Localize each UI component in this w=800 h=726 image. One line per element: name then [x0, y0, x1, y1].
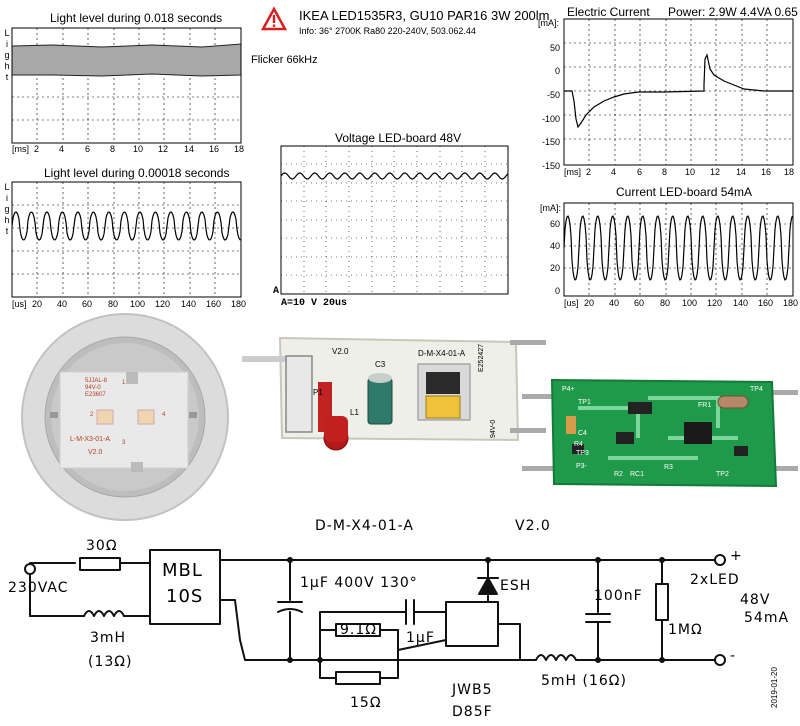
resistor-15ohm	[335, 671, 381, 685]
label-inductor-out: 5mH (16Ω)	[541, 673, 627, 689]
light-chart-1	[11, 27, 242, 144]
label-minus: -	[730, 648, 737, 664]
label-bridge-1: MBL	[162, 560, 203, 581]
driver-bottom-photo: P4+ TP1 TP3 P3- R4 C4 R2 RC1 R3 TP2 FR1 …	[518, 368, 800, 498]
label-cap-out: 100nF	[594, 588, 643, 604]
voltage-chart-marker: A	[273, 286, 280, 297]
current-chart-1-yunit: [mA]:	[538, 18, 560, 28]
led-board-id: L-M-X3-01-A	[70, 436, 111, 443]
driver-top-photo: V2.0 D-M-X4-01-A P1 C3 L1 E252427 94V-0	[238, 320, 550, 460]
current-chart-1-yaxis: 50 0 -50 -100 -150 -150	[541, 43, 560, 171]
date-stamp: 2019-01-20	[770, 667, 779, 708]
current-chart-2-yaxis: 60 40 20 0	[549, 219, 560, 296]
current-chart-1	[563, 18, 794, 166]
light-chart-2-xaxis: [us] 20 40 60 80 100 120 140 160 180	[12, 299, 247, 309]
schematic-version: V2.0	[515, 518, 551, 534]
voltage-chart-trace	[280, 172, 509, 180]
label-inductor-in: 3mH	[90, 630, 127, 646]
current-chart-2-yunit: [mA]:	[540, 203, 562, 213]
label-ic-2: D85F	[452, 704, 493, 720]
current-chart-1-grid	[564, 19, 793, 165]
current-chart-2-title: Current LED-board 54mA	[616, 185, 753, 199]
current-chart-1-title: Electric Current	[567, 5, 650, 19]
terminal-plus	[714, 554, 726, 566]
label-load: 2xLED	[690, 572, 740, 588]
light-chart-1-xaxis: [ms] 2 4 6 8 10 12 14 16 18	[12, 144, 245, 154]
label-diode: ESH	[500, 578, 532, 594]
label-input: 230VAC	[8, 580, 69, 596]
current-chart-2-xaxis: [us] 20 40 60 80 100 120 140 160 180	[564, 298, 799, 308]
terminal-minus	[714, 654, 726, 666]
light-chart-2-trace	[11, 211, 242, 241]
light-chart-2-title: Light level during 0.00018 seconds	[44, 166, 230, 180]
label-inductor-in-res: (13Ω)	[88, 654, 133, 670]
voltage-chart-scale: A=10 V 20us	[281, 298, 348, 309]
page-title: IKEA LED1535R3, GU10 PAR16 3W 200lm	[299, 8, 550, 23]
light-chart-2-grid	[12, 182, 241, 297]
terminal-ac-in	[24, 563, 36, 575]
label-cap-bulk: 1μF 400V 130°	[300, 575, 418, 591]
warning-icon	[260, 6, 288, 31]
resistor-30ohm	[79, 557, 121, 571]
current-chart-2	[563, 202, 794, 297]
bridge-rectifier	[149, 549, 221, 625]
current-chart-1-xaxis: [ms] 2 4 6 8 10 12 14 16 18	[564, 167, 795, 177]
ic-jwb5	[445, 601, 499, 647]
label-bridge-2: 10S	[166, 586, 204, 607]
label-r1: 9.1Ω	[340, 622, 377, 638]
resistor-1mohm	[655, 583, 669, 621]
inductor-3mh	[83, 610, 125, 617]
label-plus: +	[730, 548, 743, 564]
light-chart-2	[11, 181, 242, 298]
label-r-in: 30Ω	[86, 538, 118, 554]
flicker-label: Flicker 66kHz	[251, 54, 318, 66]
light-chart-1-title: Light level during 0.018 seconds	[50, 11, 223, 25]
light-chart-1-band	[11, 43, 242, 77]
bulb-info: Info: 36° 2700K Ra80 220-240V, 503.062.4…	[299, 26, 476, 36]
inductor-5mh	[535, 654, 577, 661]
voltage-chart	[280, 145, 509, 295]
voltage-chart-title: Voltage LED-board 48V	[335, 131, 462, 145]
current-chart-1-trace	[564, 53, 793, 129]
label-cap-small: 1μF	[406, 630, 435, 646]
label-r2: 15Ω	[350, 695, 382, 711]
label-load-i: 54mA	[744, 610, 790, 626]
circuit-schematic	[24, 549, 726, 685]
label-ic-1: JWB5	[452, 682, 493, 698]
current-chart-2-trace	[563, 215, 794, 281]
schematic-board-id: D-M-X4-01-A	[315, 518, 414, 534]
label-load-v: 48V	[740, 592, 771, 608]
label-r-out: 1MΩ	[668, 622, 703, 638]
led-board-version: V2.0	[88, 449, 103, 456]
current-chart-1-power: Power: 2.9W 4.4VA 0.65	[668, 5, 798, 19]
voltage-chart-grid	[281, 146, 508, 294]
